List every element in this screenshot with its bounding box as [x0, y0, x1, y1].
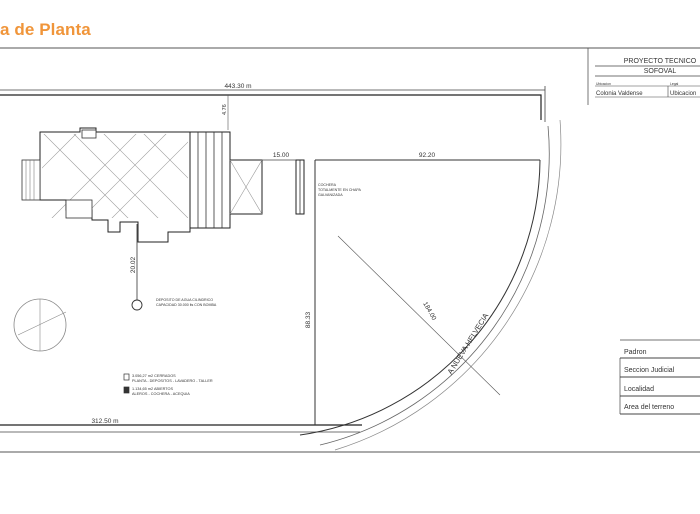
svg-text:1.134,65 m2 ABIERTOS: 1.134,65 m2 ABIERTOS: [132, 387, 173, 391]
field-area: Area del terreno: [624, 404, 674, 411]
dim-bottom-label: 312.50 m: [91, 418, 118, 425]
tank-note: DEPOSITO DE AGUA CILINDRICO CAPACIDAD 30…: [156, 298, 217, 307]
road-label: A NUEVA HELVECIA: [445, 312, 490, 376]
svg-text:3.056,27 m2 CERRADOS: 3.056,27 m2 CERRADOS: [132, 374, 176, 378]
legend: 3.056,27 m2 CERRADOS PLANTA - DEPOSITOS …: [123, 373, 213, 396]
dim-diagonal-label: 184.00: [421, 301, 437, 322]
owner-label: Ubicacion: [596, 82, 611, 86]
road-arc-outer: [334, 119, 562, 451]
svg-text:COCHERA: COCHERA: [318, 183, 337, 187]
dim-top-label: 443.30 m: [224, 83, 251, 90]
svg-text:TOTALMENTE EN CHAPA: TOTALMENTE EN CHAPA: [318, 188, 362, 192]
shed-note: COCHERA TOTALMENTE EN CHAPA GALVANIZADA: [318, 183, 362, 197]
owner-value: Colonia Valdense: [596, 91, 643, 97]
field-localidad: Localidad: [624, 386, 654, 393]
title-block: PROYECTO TECNICO SOFOVAL Ubicacion Colon…: [595, 58, 700, 98]
north-arrow-icon: [13, 298, 67, 352]
dim-top-small-label: 4.76: [222, 104, 228, 115]
main-building: [21, 127, 263, 243]
right-label: Legal: [670, 82, 679, 86]
road-arc-inner: [299, 159, 541, 436]
svg-text:CAPACIDAD 30.000 lts CON BOMBA: CAPACIDAD 30.000 lts CON BOMBA: [156, 303, 217, 307]
project-title: PROYECTO TECNICO: [624, 58, 697, 65]
lot-top-boundary: [0, 94, 542, 120]
dim-mid-left-label: 15.00: [273, 152, 290, 159]
water-tank-symbol: [131, 299, 143, 311]
company-name: SOFOVAL: [644, 68, 677, 75]
field-seccion: Seccion Judicial: [624, 367, 675, 374]
road-arc-mid: [319, 125, 550, 446]
legend-open-swatch: [123, 386, 130, 394]
right-value: Ubicacion: [670, 91, 696, 97]
svg-text:GALVANIZADA: GALVANIZADA: [318, 193, 343, 197]
svg-text:DEPOSITO DE AGUA CILINDRICO: DEPOSITO DE AGUA CILINDRICO: [156, 298, 213, 302]
page-title: a de Planta: [0, 20, 91, 39]
data-fields: Padron Seccion Judicial Localidad Area d…: [619, 339, 700, 415]
field-padron: Padron: [624, 349, 647, 356]
dim-vertical-left-label: 20.02: [130, 256, 137, 273]
legend-closed-swatch: [123, 373, 130, 381]
dim-vertical-center-label: 88.33: [305, 311, 312, 328]
dim-mid-right-label: 92.20: [419, 152, 436, 159]
svg-text:ALEROS - COCHERA - ACEQUIA: ALEROS - COCHERA - ACEQUIA: [132, 392, 190, 396]
svg-text:PLANTA - DEPOSITOS - LAVADERO: PLANTA - DEPOSITOS - LAVADERO - TALLER: [132, 379, 213, 383]
